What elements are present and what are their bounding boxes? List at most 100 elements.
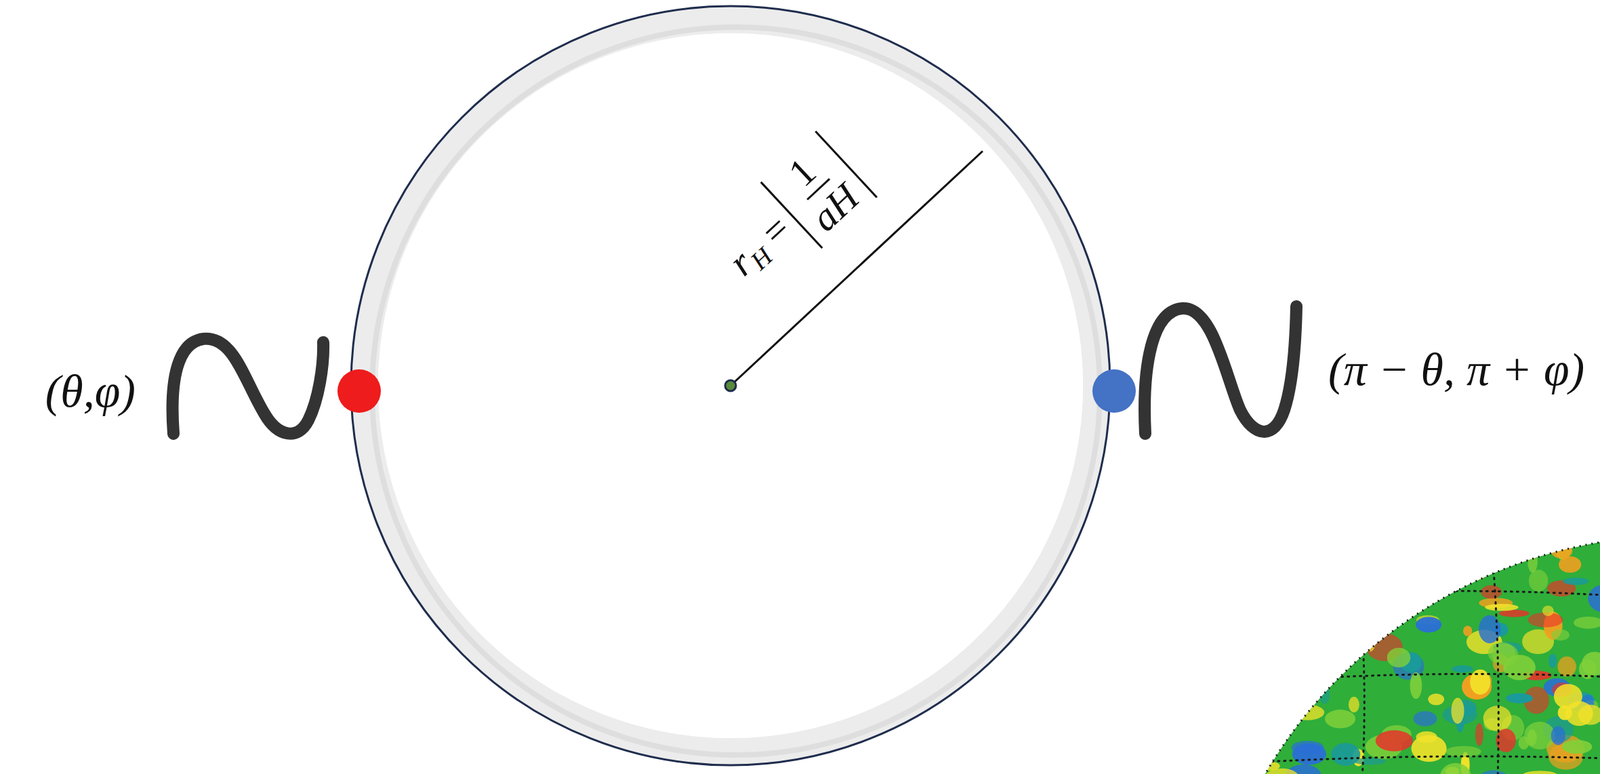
horizon-inner bbox=[378, 33, 1083, 738]
cmb-spot bbox=[1463, 625, 1472, 637]
cmb-spot bbox=[1295, 565, 1322, 586]
cmb-spot bbox=[1343, 598, 1358, 619]
cmb-spot bbox=[1551, 629, 1570, 642]
cmb-spot bbox=[1476, 770, 1510, 774]
cmb-spot bbox=[1250, 614, 1283, 636]
coordinate-label: (π − θ, π + φ) bbox=[1328, 346, 1585, 393]
cmb-spot bbox=[1262, 641, 1277, 660]
cmb-spot bbox=[1328, 653, 1355, 665]
cmb-spot bbox=[1220, 711, 1254, 738]
cmb-spot bbox=[1217, 580, 1243, 598]
grid-line bbox=[1253, 756, 1600, 763]
cmb-spot bbox=[1560, 521, 1589, 538]
cmb-spot bbox=[1213, 712, 1243, 735]
center-dot bbox=[725, 380, 736, 392]
cmb-spot bbox=[1412, 543, 1439, 556]
cmb-spot bbox=[1231, 621, 1245, 630]
cmb-spot bbox=[1300, 672, 1319, 691]
horizon-outline bbox=[351, 6, 1111, 766]
cmb-spot bbox=[1551, 725, 1566, 745]
cmb-spot bbox=[1362, 622, 1373, 634]
cmb-spot bbox=[1366, 546, 1401, 555]
cmb-spot bbox=[1548, 653, 1557, 669]
grid-line bbox=[1219, 673, 1600, 685]
cmb-spot bbox=[1257, 521, 1281, 537]
wave bbox=[1144, 306, 1297, 434]
cmb-spot bbox=[1527, 729, 1537, 746]
cmb-spot bbox=[1205, 578, 1216, 586]
horizon-shadow bbox=[372, 27, 1100, 755]
cmb-spot bbox=[1336, 616, 1360, 635]
cmb-spot bbox=[1273, 508, 1299, 534]
cmb-spot bbox=[1483, 705, 1512, 732]
cmb-spot bbox=[1274, 575, 1307, 585]
cmb-spot bbox=[1286, 630, 1325, 648]
cmb-spot bbox=[1527, 550, 1538, 573]
sphere-rim bbox=[1199, 535, 1600, 774]
cmb-spot bbox=[1194, 512, 1224, 541]
cmb-spot bbox=[1375, 730, 1413, 752]
cmb-spot bbox=[1241, 639, 1264, 663]
cmb-spot bbox=[1330, 586, 1341, 602]
cmb-spot bbox=[1587, 513, 1600, 539]
cmb-spot bbox=[1250, 542, 1272, 551]
red-point bbox=[337, 369, 381, 413]
cmb-spot bbox=[1348, 696, 1360, 713]
cmb-spot bbox=[1389, 510, 1402, 520]
cmb-spot bbox=[1244, 564, 1266, 576]
cmb-spot bbox=[1396, 572, 1407, 581]
cmb-spot bbox=[1410, 672, 1423, 699]
cmb-spot bbox=[1264, 768, 1300, 774]
grid-line bbox=[1355, 555, 1365, 774]
cmb-spot bbox=[1475, 723, 1484, 746]
cmb-spot bbox=[1484, 603, 1519, 611]
cmb-spot bbox=[1276, 513, 1299, 533]
cmb-spot bbox=[1302, 645, 1336, 669]
cmb-spot bbox=[1373, 550, 1402, 570]
cmb-spot bbox=[1528, 569, 1548, 593]
cmb-spot bbox=[1277, 602, 1312, 625]
cmb-spot bbox=[1587, 530, 1600, 539]
cmb-spot bbox=[1444, 531, 1455, 553]
cmb-spot bbox=[1290, 704, 1325, 721]
cmb-spot bbox=[1267, 525, 1284, 547]
cmb-spot bbox=[1551, 543, 1573, 559]
grid-line bbox=[1490, 535, 1499, 774]
grid-line bbox=[1206, 590, 1600, 604]
cmb-spot bbox=[1469, 569, 1486, 581]
cmb-spot bbox=[1245, 564, 1265, 586]
cmb-spot bbox=[1276, 572, 1298, 589]
cmb-spot bbox=[1451, 698, 1465, 724]
cmb-spot bbox=[1244, 753, 1258, 774]
cmb-spot bbox=[1226, 533, 1257, 556]
cmb-spot bbox=[1440, 763, 1472, 774]
coordinate-label: (θ,φ) bbox=[45, 367, 136, 415]
cmb-spot bbox=[1341, 599, 1375, 614]
cmb-spot bbox=[1219, 573, 1256, 600]
cmb-spot bbox=[1562, 740, 1592, 755]
cmb-spot bbox=[1492, 543, 1506, 571]
cmb-spot bbox=[1324, 608, 1357, 635]
cmb-spot bbox=[1542, 605, 1554, 617]
cmb-spot bbox=[1190, 737, 1224, 746]
cmb-spot bbox=[1451, 665, 1473, 673]
cmb-spot bbox=[1362, 585, 1399, 605]
cmb-spot bbox=[1557, 656, 1577, 678]
cmb-sphere bbox=[1152, 474, 1600, 774]
cmb-spot bbox=[1573, 616, 1600, 629]
cmb-spot bbox=[1366, 526, 1382, 554]
cmb-spot bbox=[1202, 660, 1239, 668]
cmb-spot bbox=[1353, 507, 1382, 535]
cmb-spot bbox=[1229, 527, 1251, 556]
blue-point bbox=[1092, 369, 1136, 413]
cmb-spot bbox=[1428, 565, 1464, 590]
cmb-spot bbox=[1234, 532, 1244, 552]
cmb-spot bbox=[1346, 597, 1367, 604]
cmb-spot bbox=[1505, 693, 1533, 704]
cmb-spot bbox=[1280, 704, 1298, 717]
cmb-spot bbox=[1364, 626, 1376, 652]
cmb-spot bbox=[1468, 537, 1483, 549]
cmb-spot bbox=[1581, 525, 1597, 537]
cmb-spot bbox=[1215, 547, 1227, 557]
cmb-spot bbox=[1324, 709, 1356, 728]
